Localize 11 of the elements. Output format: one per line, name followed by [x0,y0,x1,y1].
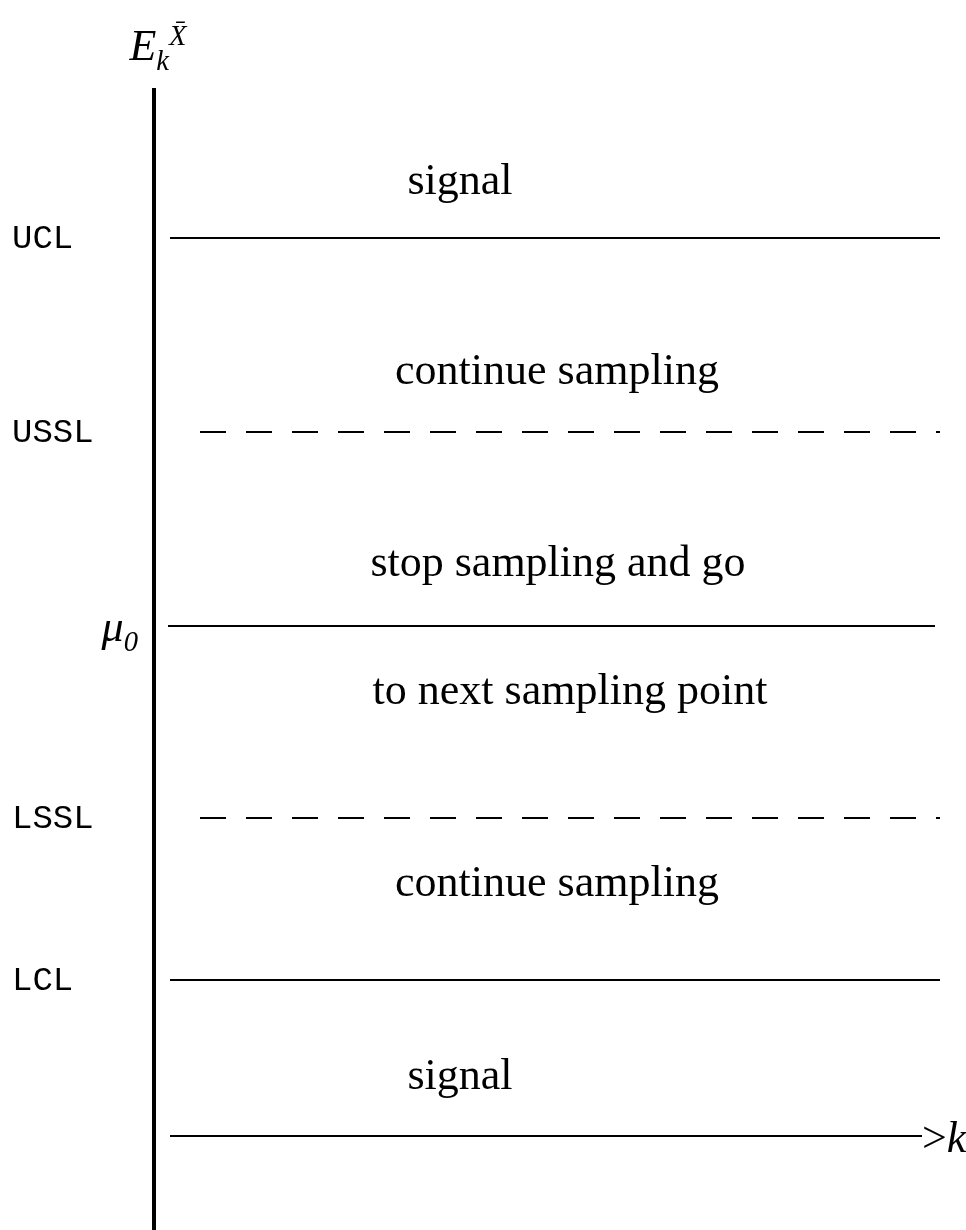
region-label: continue sampling [395,345,719,395]
limit-label: LSSL [12,801,94,839]
region-label: to next sampling point [372,665,768,715]
region-label: signal [407,155,513,205]
region-label: signal [407,1050,513,1100]
limit-label: UCL [12,221,74,259]
region-label: continue sampling [395,857,719,907]
limit-label: USSL [12,415,94,453]
limit-label: LCL [12,963,74,1001]
region-label: stop sampling and go [370,537,746,587]
center-line-label: μ$_{0}$ [101,602,138,658]
